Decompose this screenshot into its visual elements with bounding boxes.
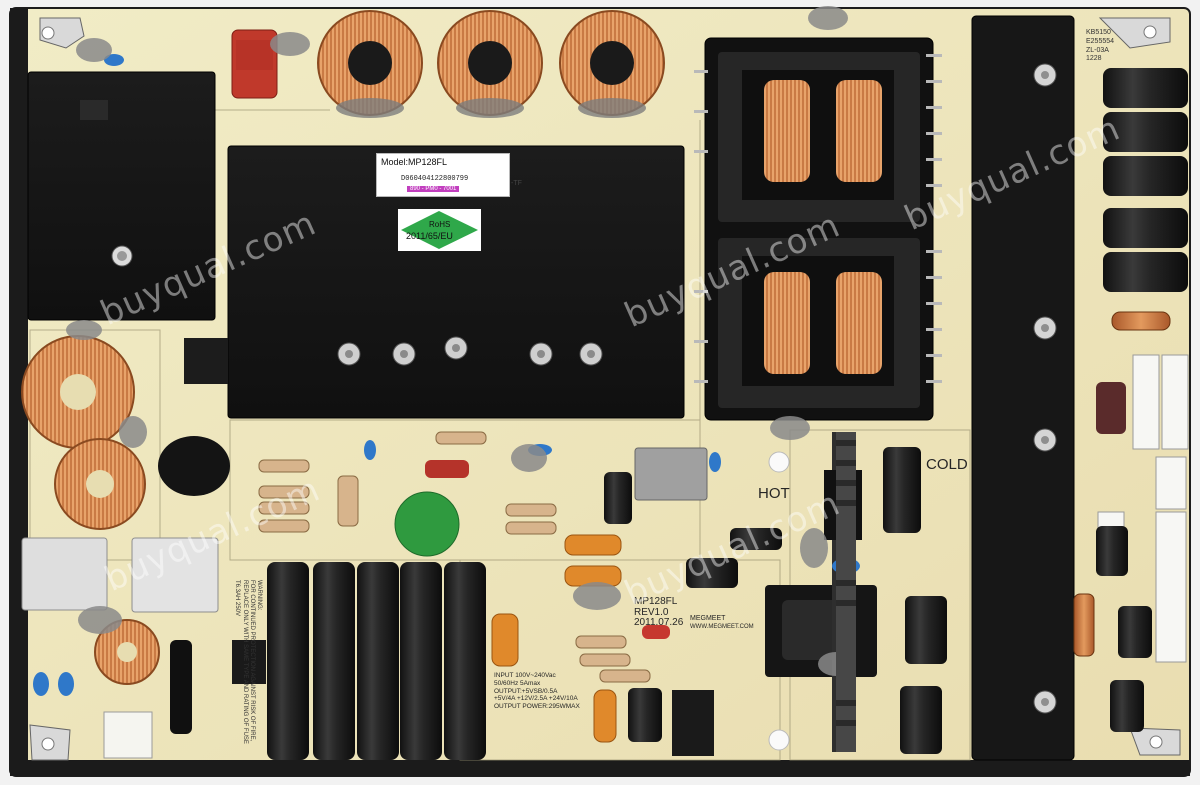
- mounting-holes: [29, 17, 1181, 761]
- model-label-line2: D060404122800799: [401, 175, 469, 183]
- silk-cold: COLD: [926, 456, 968, 473]
- silk-warning: WARNING: FOR CONTINUED PROTECTION AGAINS…: [233, 580, 262, 744]
- x-capacitors: [21, 537, 219, 613]
- silk-hot: HOT: [758, 485, 790, 502]
- pcb-edge-bottom: [10, 760, 1190, 776]
- silk-board-id-line: REV1.0: [634, 606, 669, 618]
- rohs-label-line1: RoHS: [429, 220, 451, 229]
- output-connectors: [1097, 354, 1189, 663]
- small-components: [33, 6, 1152, 759]
- silk-spec-line: INPUT 100V~240Vac: [494, 672, 556, 679]
- silk-spec-line: +5V/4A +12V/2.5A +24V/10A: [494, 695, 578, 703]
- silk-warning-line: FOR CONTINUED PROTECTION AGAINST RISK OF…: [248, 580, 255, 742]
- silk-spec-line: OUTPUT:+5VSB/0.5A: [494, 687, 558, 695]
- film-capacitor-red: [231, 29, 278, 99]
- output-capacitors-right: [1103, 68, 1188, 331]
- toroid-inductors-left: [21, 335, 160, 685]
- hatch-stripe: [836, 432, 856, 752]
- silk-warning-line: T6.3AH 250V: [234, 580, 241, 617]
- silk-compliance-line: 1228: [1086, 55, 1102, 63]
- rohs-label: RoHS 2011/65/EU: [398, 209, 481, 251]
- silk-board-id-line: 2011.07.26: [634, 617, 684, 628]
- rohs-diamond-icon: [401, 211, 478, 249]
- silk-brand: MEGMEET: [690, 615, 726, 622]
- silk-compliance-line: ZL-03A: [1086, 46, 1109, 54]
- silk-compliance-line: E255554: [1086, 37, 1115, 45]
- silk-compliance-line: KB5150: [1086, 29, 1111, 36]
- silk-spec-line: 50/60Hz 5Amax: [494, 679, 541, 687]
- model-label-suffix: -TF: [511, 180, 522, 187]
- silk-board-id: MP128FL REV1.0 2011.07.26: [634, 596, 684, 629]
- silk-specs: INPUT 100V~240Vac 50/60Hz 5Amax OUTPUT:+…: [494, 672, 580, 711]
- transformers: [694, 37, 942, 421]
- rohs-label-line2: 2011/65/EU: [406, 231, 453, 241]
- toroid-inductors-top: [317, 10, 665, 118]
- bridge-heatsink: [27, 71, 216, 321]
- silk-board-id-line: MP128FL: [634, 596, 678, 607]
- silk-warning-line: REPLACE ONLY WITH SAME TYPE AND RATING O…: [241, 580, 248, 744]
- model-label-sticker: Model:MP128FL D060404122800799 890 - PM0…: [376, 153, 522, 197]
- output-heatsink: [971, 15, 1075, 761]
- main-heatsink: [227, 145, 685, 419]
- silk-warning-line: WARNING:: [256, 580, 262, 611]
- silk-compliance: KB5150 E255554 ZL-03A 1228: [1086, 29, 1114, 64]
- silk-spec-line: OUTPUT POWER:295WMAX: [494, 703, 580, 711]
- model-label-line1: Model:MP128FL: [381, 157, 448, 167]
- silk-brand-url: WWW.MEGMEET.COM: [690, 624, 754, 630]
- bulk-capacitors: [267, 562, 486, 760]
- model-label-line3: 890 - PM0 - 7001: [407, 186, 460, 192]
